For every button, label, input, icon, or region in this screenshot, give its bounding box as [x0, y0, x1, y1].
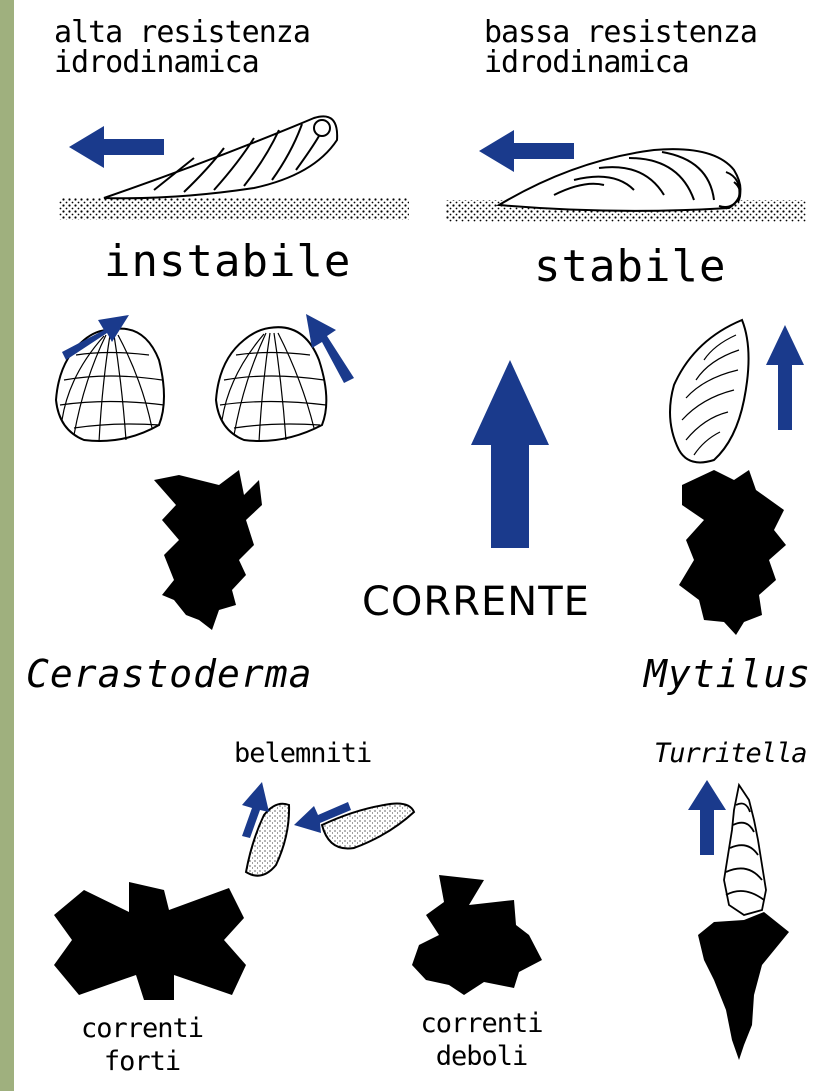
label-weak-currents-line1: correnti — [409, 1010, 554, 1037]
label-low-resistance-line2: idrodinamica — [484, 48, 757, 78]
label-stable: stabile — [534, 245, 726, 289]
label-strong-currents-line2: forti — [72, 1048, 212, 1075]
label-high-resistance: alta resistenza idrodinamica — [54, 18, 310, 78]
label-mytilus: Mytilus — [644, 655, 811, 693]
cerastoderma-shell-2 — [216, 327, 326, 442]
rose-weak — [412, 875, 542, 995]
rose-strong — [54, 882, 246, 1000]
label-cerastoderma: Cerastoderma — [26, 655, 313, 693]
arrow-mytilus — [766, 325, 804, 430]
label-low-resistance-line1: bassa resistenza — [484, 18, 757, 48]
rose-mytilus — [679, 470, 786, 635]
label-strong-currents: correnti forti — [72, 1015, 212, 1075]
rose-cerastoderma — [154, 470, 262, 630]
arrow-left-top — [69, 126, 164, 168]
cerastoderma-shell-1 — [56, 329, 164, 442]
label-low-resistance: bassa resistenza idrodinamica — [484, 18, 757, 78]
label-belemnites: belemniti — [234, 740, 371, 767]
label-turritella: Turritella — [654, 740, 807, 767]
label-unstable: instabile — [104, 240, 351, 284]
shell-unstable — [104, 116, 337, 198]
arrow-turritella — [688, 780, 726, 855]
diagram-canvas: alta resistenza idrodinamica bassa resis… — [14, 0, 833, 1091]
label-weak-currents: correnti deboli — [409, 1010, 554, 1070]
arrow-right-top — [479, 130, 574, 172]
rose-turritella — [698, 912, 789, 1060]
label-current: CORRENTE — [362, 582, 590, 622]
arrow-current — [471, 360, 549, 548]
label-high-resistance-line1: alta resistenza — [54, 18, 310, 48]
turritella-shell — [724, 785, 766, 915]
diagram-artwork — [14, 0, 833, 1091]
label-strong-currents-line1: correnti — [72, 1015, 212, 1042]
label-weak-currents-line2: deboli — [409, 1043, 554, 1070]
label-high-resistance-line2: idrodinamica — [54, 48, 310, 78]
mytilus-shell — [670, 320, 749, 462]
sediment-left — [59, 198, 409, 220]
